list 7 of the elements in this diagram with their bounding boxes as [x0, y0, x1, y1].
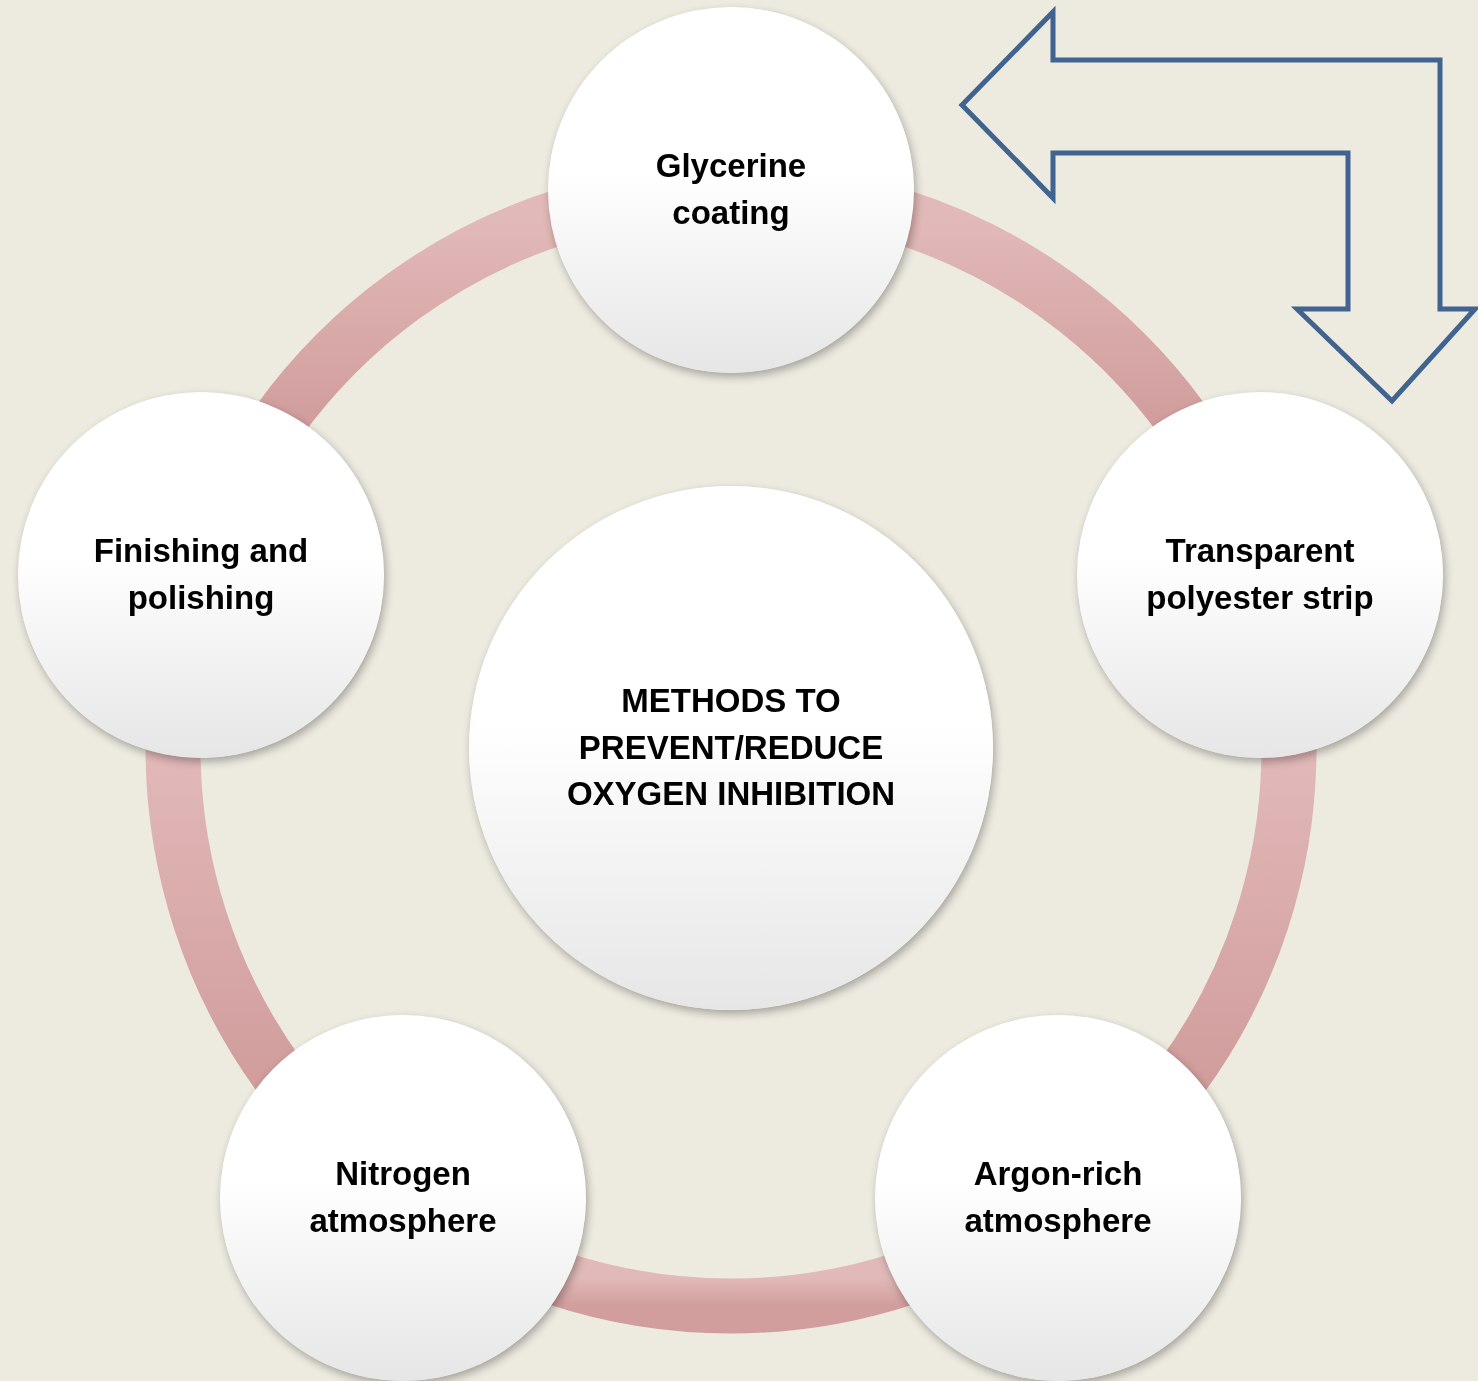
method-label: Transparent polyester strip [1145, 531, 1375, 618]
center-title: METHODS TO PREVENT/REDUCE OXYGEN INHIBITION [565, 680, 897, 815]
method-label: Nitrogen atmosphere [308, 1154, 498, 1241]
double-arrow [958, 5, 1478, 405]
method-label: Glycerine coating [654, 146, 808, 233]
method-label: Finishing and polishing [92, 531, 310, 618]
method-label: Argon-rich atmosphere [963, 1154, 1153, 1241]
